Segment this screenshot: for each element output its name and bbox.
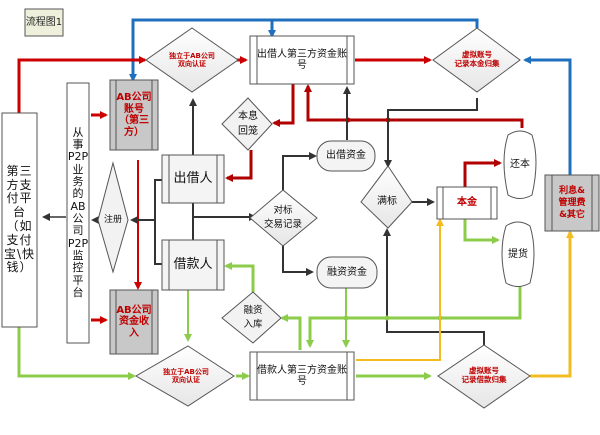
green-platform-to-verify <box>17 327 136 380</box>
financing-funds-label: 融资资金 <box>327 266 367 278</box>
financing-funds-node[interactable] <box>316 256 378 289</box>
dark-match-to-financing-funds <box>282 245 314 276</box>
interest-return-label: 本息 回笼 <box>238 111 258 137</box>
dark-match-to-lend-funds <box>282 152 317 190</box>
third-party-platform-box[interactable] <box>1 112 38 328</box>
interest-fees-label: 利息& 管理费 &其它 <box>558 185 586 221</box>
financing-in-diamond[interactable] <box>221 291 282 344</box>
dred-interest-return-to-lender <box>225 150 253 182</box>
withdraw-node[interactable] <box>501 221 535 287</box>
lend-funds-node[interactable] <box>316 140 376 172</box>
register-diamond[interactable] <box>97 161 129 274</box>
borrower-label: 借款人 <box>173 256 213 272</box>
ab-income-box[interactable] <box>109 289 159 355</box>
yellow-virtual-to-fees <box>530 230 574 378</box>
title-tag-box <box>24 8 64 37</box>
full-bid-diamond[interactable] <box>360 165 413 229</box>
ab-company-label: 从 事 P2P 业 务 的 AB 公 司 P2P 监 控 平 台 <box>67 125 89 299</box>
green-principal-to-withdraw <box>463 215 500 244</box>
dred-principal-to-repay <box>463 159 502 190</box>
financing-in-label: 融资 入库 <box>243 304 263 330</box>
blue-arrow-fees-to-virtual <box>523 56 572 175</box>
yellow-account-to-principal <box>356 218 444 361</box>
red-platform-to-verify <box>17 56 147 113</box>
virtual-bottom-diamond[interactable] <box>437 344 531 409</box>
match-record-diamond[interactable] <box>249 189 318 247</box>
lender-account-label: 出借人第三方资金账号 <box>257 48 347 72</box>
lender-box[interactable] <box>161 154 225 204</box>
ab-account-box[interactable] <box>109 79 159 151</box>
ab-account-label: AB公司 账号 （第三 方） <box>116 92 152 138</box>
verify-bottom-diamond[interactable] <box>134 345 235 407</box>
interest-return-diamond[interactable] <box>221 97 273 151</box>
verify-top-diamond[interactable] <box>145 27 239 93</box>
verify-top-label: 独立于AB公司 双向认证 <box>169 51 215 68</box>
virtual-top-label: 虚拟账号 记录本金归集 <box>454 50 500 68</box>
dred-repay-to-lender-account <box>304 84 524 128</box>
borrower-box[interactable] <box>161 239 225 291</box>
ab-company-box[interactable] <box>66 82 90 344</box>
green-withdraw-to-account <box>306 283 522 348</box>
dred-account-to-interest-return <box>272 82 295 127</box>
interest-fees-box[interactable] <box>544 174 600 232</box>
virtual-bottom-label: 虚拟账号 记录借款归集 <box>461 366 507 384</box>
borrower-account-box[interactable] <box>249 351 355 401</box>
title-tag: 流程图1 <box>25 16 63 28</box>
dark-virtual-bottom-to-full-bid <box>383 228 485 345</box>
repay-node[interactable] <box>503 130 537 199</box>
dark-bracket <box>154 179 162 265</box>
register-label: 注册 <box>103 214 122 225</box>
green-financing-in-to-borrower <box>224 262 255 292</box>
lender-label: 出借人 <box>173 170 213 186</box>
virtual-top-diamond[interactable] <box>432 27 521 93</box>
match-record-label: 对标 交易记录 <box>263 205 302 230</box>
borrower-account-label: 借款人第三方资金账号 <box>257 364 347 388</box>
principal-label: 本金 <box>457 197 477 209</box>
repay-label: 还本 <box>510 159 530 171</box>
third-party-platform-label: 第三 方支 付平 台 （如 支付 宝\快 钱） <box>3 163 36 275</box>
full-bid-label: 满标 <box>377 196 397 208</box>
dark-virtual-to-full-bid <box>384 98 478 168</box>
green-account-to-financing-in <box>280 314 302 350</box>
withdraw-label: 提货 <box>508 249 528 261</box>
principal-box[interactable] <box>436 186 498 220</box>
lender-account-box[interactable] <box>249 35 355 85</box>
ab-income-label: AB公司 资金收 入 <box>116 304 152 339</box>
lend-funds-label: 出借资金 <box>326 150 366 162</box>
verify-bottom-label: 独立于AB公司 双向认证 <box>163 367 209 384</box>
